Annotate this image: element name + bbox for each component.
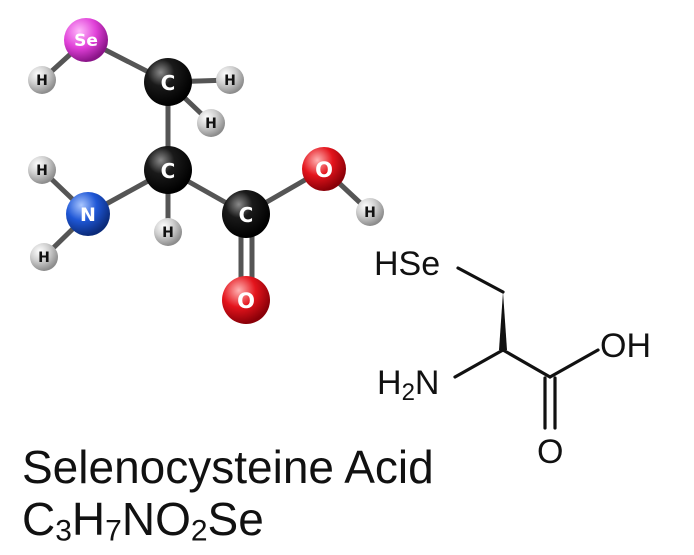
skel-wedge-bond bbox=[499, 292, 507, 350]
molecular-formula: C3H7NO2Se bbox=[22, 492, 264, 548]
atom-label: C bbox=[161, 71, 176, 95]
skel-label-h2n-n: N bbox=[415, 364, 440, 402]
formula-element: H bbox=[71, 493, 106, 545]
atom-c-alpha: C bbox=[144, 146, 192, 194]
atom-label: H bbox=[38, 250, 50, 266]
atom-o-hydroxyl: O bbox=[302, 147, 346, 191]
atom-h-n2: H bbox=[30, 243, 58, 271]
skeletal-formula bbox=[453, 266, 600, 430]
skel-label-h2n-sub: 2 bbox=[402, 379, 415, 406]
skel-label-oh: OH bbox=[600, 327, 651, 365]
atom-ball bbox=[356, 198, 384, 226]
atom-ball bbox=[28, 66, 56, 94]
formula-subscript: 7 bbox=[105, 514, 122, 548]
atoms: SeC C C N O O H H H H H H H bbox=[28, 18, 384, 324]
atom-n: N bbox=[66, 192, 110, 236]
skel-bond-calpha-ccarboxyl bbox=[501, 348, 552, 379]
atom-c-carboxyl: C bbox=[222, 190, 270, 238]
atom-ball bbox=[30, 243, 58, 271]
atom-h-n1: H bbox=[28, 156, 56, 184]
atom-label: C bbox=[239, 203, 254, 227]
atom-label: H bbox=[162, 225, 174, 241]
skel-bond-ccarboxyl-oh bbox=[548, 348, 600, 379]
atom-label: O bbox=[237, 289, 255, 313]
atom-ball bbox=[64, 18, 108, 62]
atom-ball bbox=[222, 276, 270, 324]
skel-bond-n-calpha bbox=[453, 348, 505, 379]
atom-label: O bbox=[315, 158, 333, 182]
skel-label-h2n-h: H bbox=[377, 364, 402, 402]
atom-label: C bbox=[161, 159, 176, 183]
skel-label-h2n: H2N bbox=[377, 364, 439, 406]
atom-se: Se bbox=[64, 18, 108, 62]
atom-label: H bbox=[36, 73, 48, 89]
atom-ball bbox=[216, 66, 244, 94]
atom-label: N bbox=[80, 204, 96, 226]
formula-element: Se bbox=[207, 493, 264, 545]
atom-ball bbox=[222, 190, 270, 238]
atom-c-beta: C bbox=[144, 58, 192, 106]
skel-label-hse: HSe bbox=[374, 245, 440, 283]
formula-subscript: 3 bbox=[55, 514, 72, 548]
atom-o-carbonyl: O bbox=[222, 276, 270, 324]
formula-element: C bbox=[22, 493, 56, 545]
atom-h-alpha: H bbox=[154, 218, 182, 246]
skeletal-labels: HSe OH H2N O bbox=[374, 245, 651, 471]
atom-label: H bbox=[224, 73, 236, 89]
atom-h-beta2: H bbox=[197, 109, 225, 137]
atom-ball bbox=[197, 109, 225, 137]
atom-label: H bbox=[36, 163, 48, 179]
atom-ball bbox=[144, 146, 192, 194]
formula-subscript: 2 bbox=[190, 514, 208, 548]
atom-ball bbox=[302, 147, 346, 191]
atom-label: H bbox=[364, 205, 376, 221]
atom-label: Se bbox=[74, 31, 98, 51]
atom-ball bbox=[154, 218, 182, 246]
skel-label-o: O bbox=[537, 433, 563, 471]
atom-h-beta1: H bbox=[216, 66, 244, 94]
atom-h-se: H bbox=[28, 66, 56, 94]
atom-ball bbox=[66, 192, 110, 236]
skel-bond-se-ch2 bbox=[456, 266, 505, 294]
molecule-name: Selenocysteine Acid bbox=[22, 441, 434, 493]
atom-label: H bbox=[205, 116, 217, 132]
atom-h-oh: H bbox=[356, 198, 384, 226]
formula-element: NO bbox=[121, 493, 191, 545]
atom-ball bbox=[28, 156, 56, 184]
atom-ball bbox=[144, 58, 192, 106]
